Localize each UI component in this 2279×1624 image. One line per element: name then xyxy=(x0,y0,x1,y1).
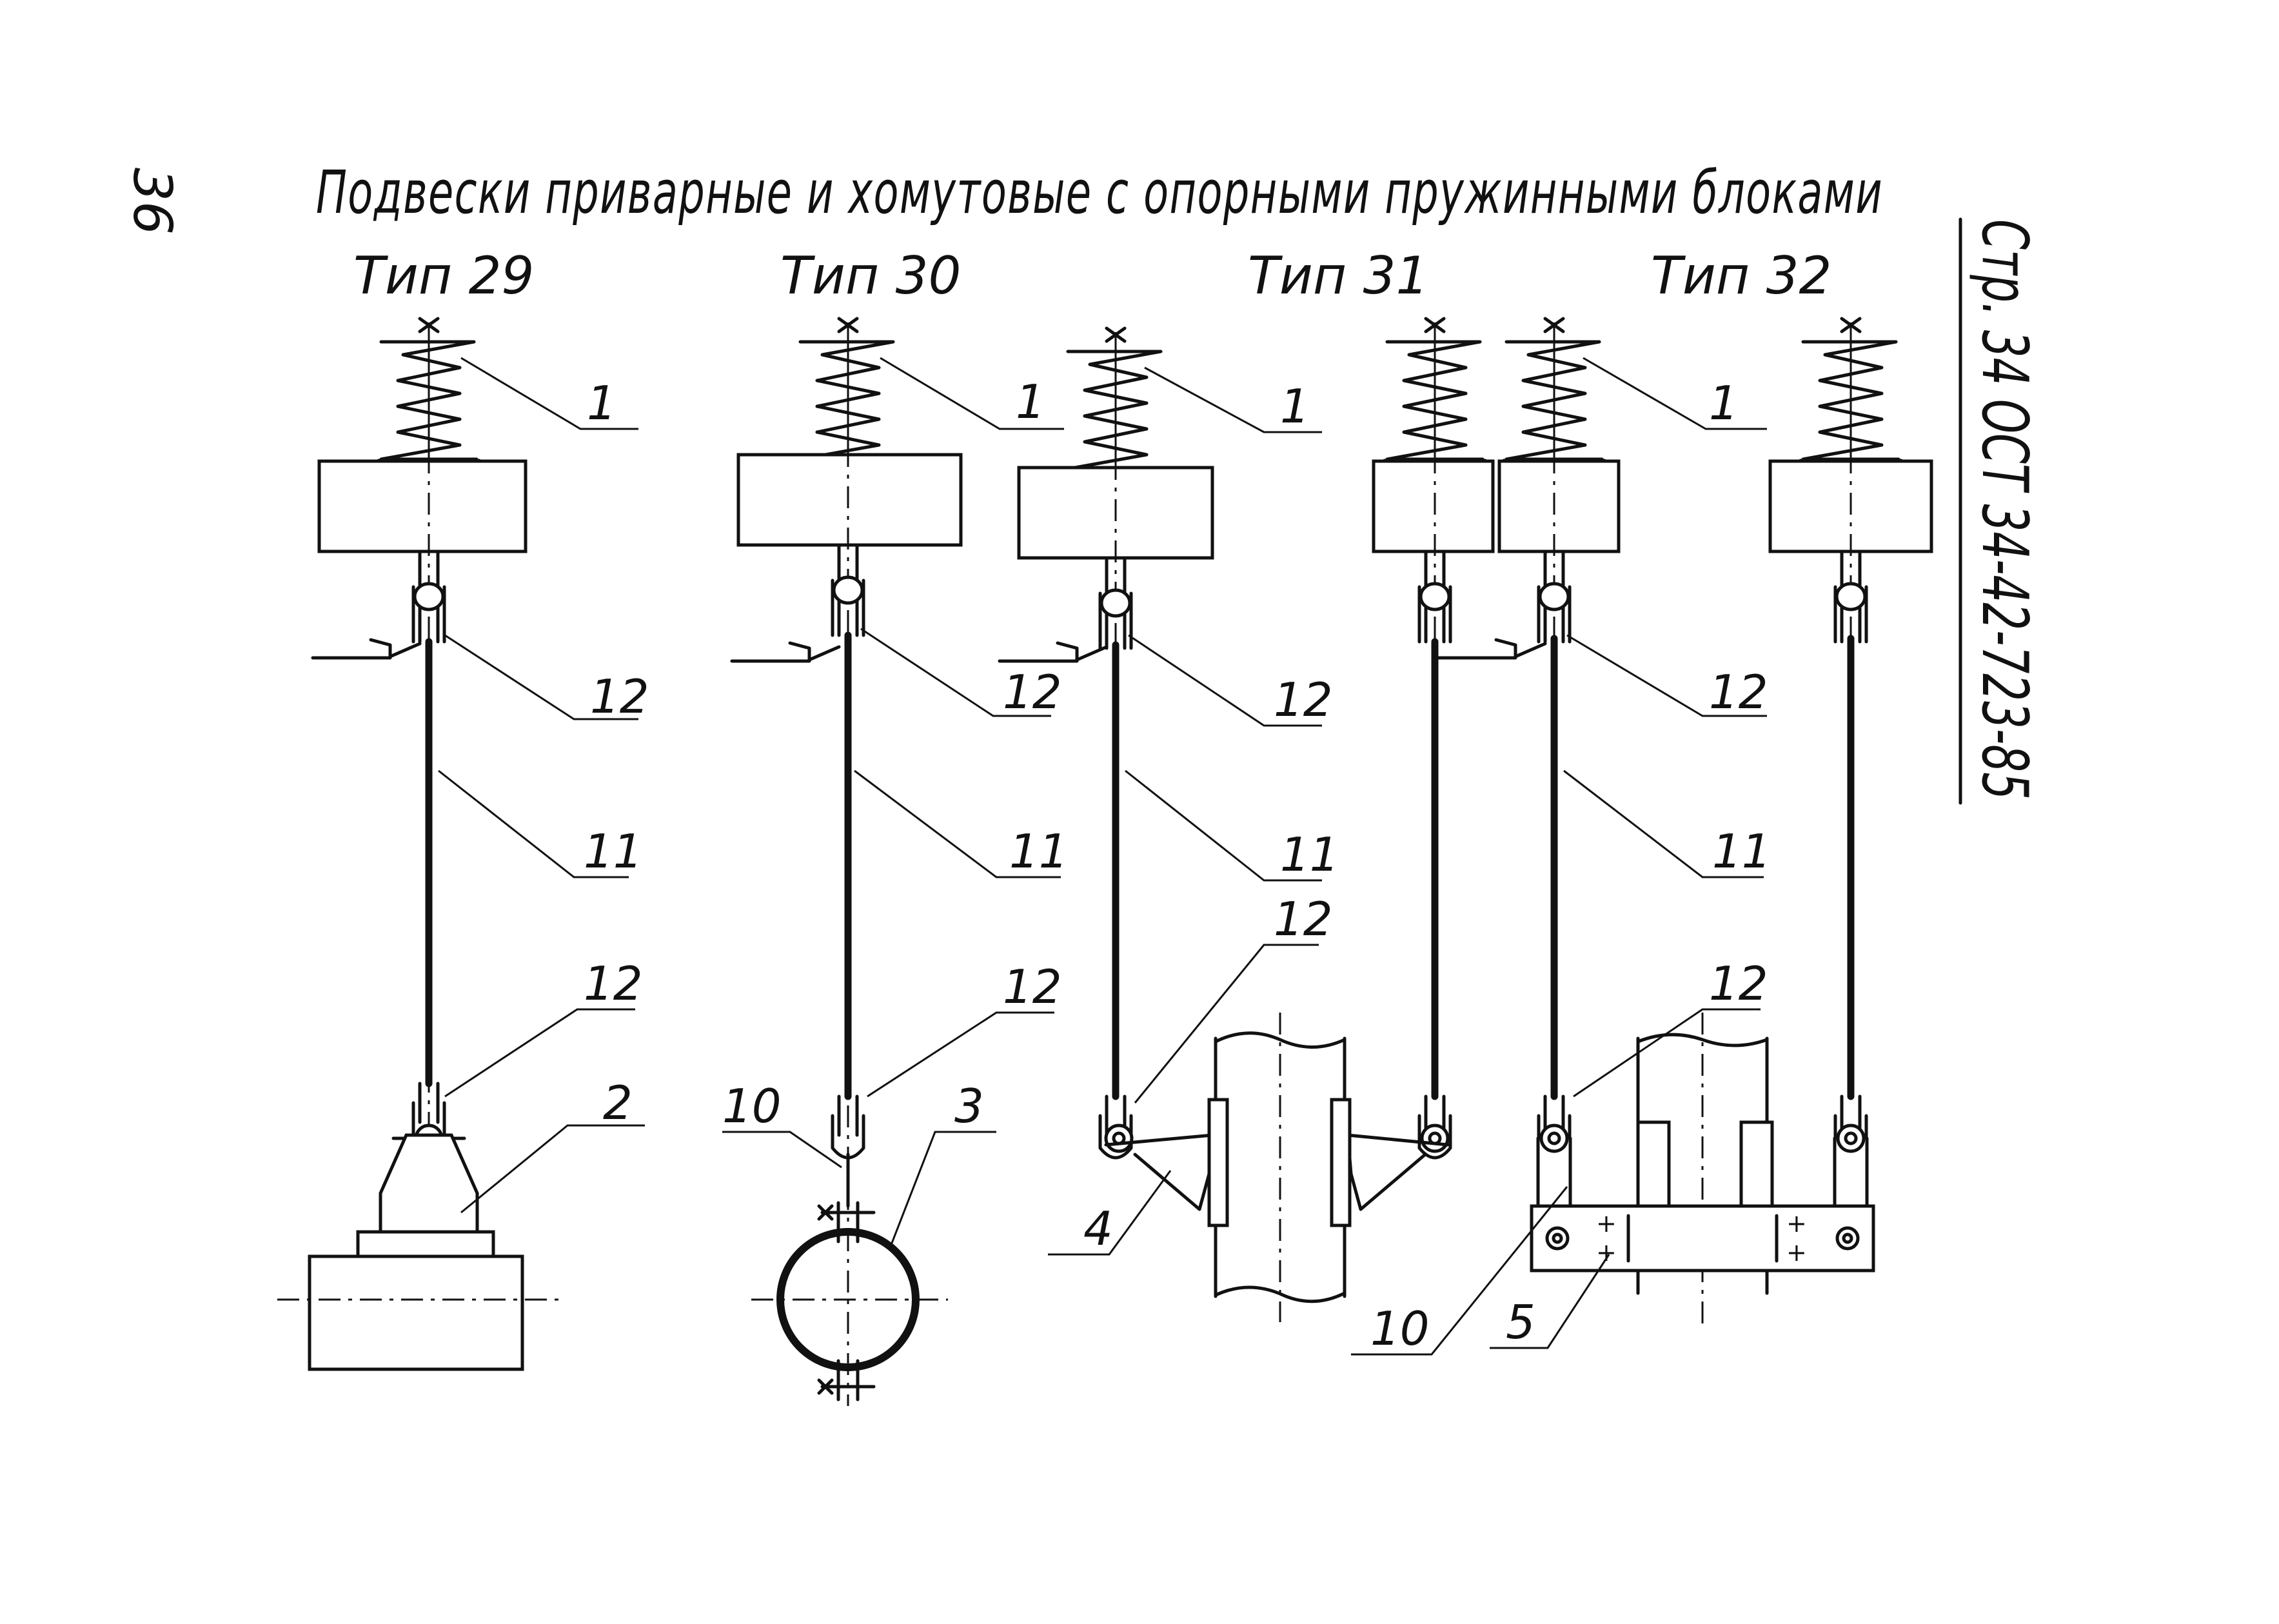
callout-1: 1 xyxy=(587,376,617,430)
leader-lines xyxy=(438,357,645,1214)
type-32-label: Тип 32 xyxy=(1651,246,1831,306)
callout-12-lower: 12 xyxy=(584,956,643,1011)
type-31-assembly: Тип 31 xyxy=(1000,246,1495,1322)
vertical-pipe xyxy=(1214,1013,1347,1322)
weld-mark-icon xyxy=(313,640,420,658)
callout-12: 12 xyxy=(590,669,649,724)
callout-12-lower: 12 xyxy=(1003,960,1062,1014)
callout-11: 11 xyxy=(1280,827,1339,882)
type-29-label: Тип 29 xyxy=(353,246,534,306)
spring-icon xyxy=(798,319,898,461)
callout-12-lower: 12 xyxy=(1274,892,1333,946)
clamp-bar xyxy=(1530,1204,1875,1272)
callout-11: 11 xyxy=(584,824,643,878)
base-plate xyxy=(356,1230,495,1258)
type-30-label: Тип 30 xyxy=(780,246,961,306)
callout-11: 11 xyxy=(1009,824,1069,878)
callout-12-lower: 12 xyxy=(1709,956,1768,1011)
leader-lines xyxy=(1351,357,1767,1356)
welded-lug xyxy=(379,1133,479,1234)
leader-lines xyxy=(722,357,1064,1249)
callout-11: 11 xyxy=(1712,824,1771,878)
callout-12: 12 xyxy=(1274,673,1333,727)
spring-icon xyxy=(1385,319,1485,461)
callout-5: 5 xyxy=(1506,1295,1535,1349)
type-32-assembly: Тип 32 xyxy=(1351,246,1933,1356)
page-title: Подвески приварные и хомутовые с опорным… xyxy=(316,158,1883,227)
spring-icon xyxy=(1065,328,1166,471)
svg-text:+: + xyxy=(1596,1209,1617,1238)
type-31-label: Тип 31 xyxy=(1248,246,1428,306)
callout-10: 10 xyxy=(1370,1302,1430,1356)
spring-icon xyxy=(379,319,479,461)
weld-mark-icon xyxy=(732,643,839,661)
spring-icon xyxy=(1504,319,1604,461)
callout-3: 3 xyxy=(954,1079,984,1133)
weld-mark-icon xyxy=(1000,643,1107,661)
support-block xyxy=(736,453,963,547)
type-30-assembly: Тип 30 1 12 11 12 xyxy=(722,246,1069,1406)
svg-text:+: + xyxy=(1596,1238,1617,1267)
callout-1: 1 xyxy=(1016,375,1045,429)
type-29-assembly: Тип 29 1 12 11 12 2 xyxy=(277,246,649,1371)
callout-1: 1 xyxy=(1280,379,1310,433)
callout-4: 4 xyxy=(1083,1202,1113,1256)
support-block xyxy=(317,459,528,553)
callout-2: 2 xyxy=(603,1076,633,1130)
page-number: 36 xyxy=(121,168,183,235)
callout-12: 12 xyxy=(1709,665,1768,719)
pipe-section xyxy=(308,1254,524,1371)
standard-code-block: Стр. 34 ОСТ 34-42-723-85 xyxy=(1958,217,2041,805)
callout-1: 1 xyxy=(1709,376,1739,430)
callout-12: 12 xyxy=(1003,665,1062,719)
svg-text:+: + xyxy=(1786,1238,1807,1267)
pipe-with-clamp xyxy=(776,1228,920,1371)
weld-mark-icon xyxy=(1438,640,1545,658)
standard-code: Стр. 34 ОСТ 34-42-723-85 xyxy=(1968,219,2041,800)
spring-icon xyxy=(1801,319,1901,461)
support-block-left xyxy=(1497,459,1621,553)
svg-text:+: + xyxy=(1786,1209,1807,1238)
leader-lines xyxy=(1048,366,1322,1256)
callout-10: 10 xyxy=(722,1079,782,1133)
support-block-right xyxy=(1372,459,1495,553)
